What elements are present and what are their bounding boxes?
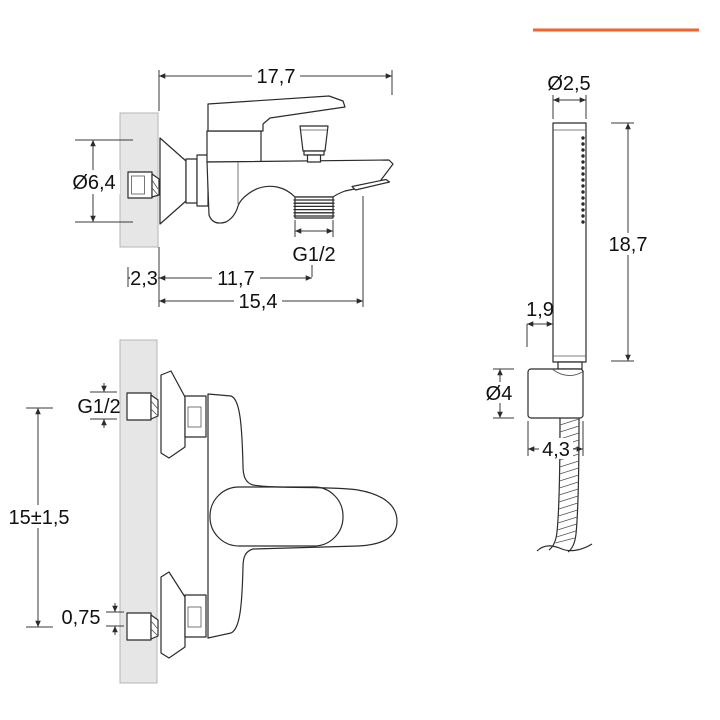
dim-label-eccentric-offset: 0,75 [62,607,101,629]
dim-label-bracket-diameter: Ø4 [486,383,513,405]
holder-notch [551,368,585,376]
lever-handle-side [207,95,346,132]
union-nut-top-flat [187,406,202,428]
dim-bracket-offset: 1,9 [526,299,554,347]
cartridge-housing [206,130,262,163]
wall-union-detail [131,175,145,195]
dim-label-outlet-thread: G1/2 [292,244,335,266]
dim-outlet-thread: G1/2 [292,220,336,277]
dim-label-bracket-offset: 1,9 [526,299,554,321]
dim-label-total-depth: 17,7 [257,66,296,88]
wand-neck [557,361,583,370]
front-view: 15±1,5 G1/2 0,75 [7,339,398,684]
hose-break-line [536,543,593,552]
dim-handle-diameter: Ø2,5 [547,73,591,119]
dim-label-depth-to-spout: 15,4 [239,291,278,313]
spout-aerator [351,178,391,191]
dim-depth-to-outlet: 11,7 [159,267,312,290]
mixer-body-front [207,393,398,639]
dim-label-inlet-spacing: 15±1,5 [8,507,69,529]
diverter-neck [306,154,322,163]
side-view: 17,7 Ø6,4 G1/2 2,3 11,7 [68,64,394,313]
dim-bracket-width: 4,3 [527,421,584,461]
dim-wall-thickness: 2,3 [127,247,160,307]
inlet-fitting-top [126,392,152,421]
hand-shower-view: Ø2,5 18,7 1,9 Ø4 4,3 [483,28,699,553]
dim-label-escutcheon-diameter: Ø6,4 [72,172,115,194]
shower-wand [552,122,587,363]
inlet-seal-bottom-hatch [150,620,159,637]
spray-nozzle-dots [581,136,585,224]
dim-depth-to-spout: 15,4 [159,196,364,313]
dim-eccentric-offset: 0,75 [62,603,124,635]
union-seal-hatch [151,179,159,196]
dim-inlet-thread: G1/2 [77,383,121,428]
dim-inlet-spacing: 15±1,5 [7,407,71,628]
dim-label-handle-diameter: Ø2,5 [547,73,590,95]
dim-label-wall-thickness: 2,3 [130,268,158,290]
mixer-body-side [206,159,394,224]
dim-escutcheon-diameter: Ø6,4 [68,139,133,223]
dim-label-bracket-width: 4,3 [542,439,570,461]
dim-label-depth-to-outlet: 11,7 [217,268,254,290]
union-nut-bottom-flat [187,606,202,628]
shower-holder [527,368,584,419]
escutcheon-side [159,137,187,225]
lever-handle-front [209,486,344,547]
dim-wand-length: 18,7 [604,122,652,362]
dim-label-wand-length: 18,7 [609,234,648,256]
inlet-seal-top-hatch [150,400,159,417]
dim-bracket-diameter: Ø4 [483,368,517,419]
valve-ring-1 [185,158,198,204]
outlet-thread [293,196,335,219]
dim-total-depth: 17,7 [158,64,393,111]
escutcheon-top [160,370,186,459]
valve-ring-2 [196,154,209,207]
diverter-knob [299,125,329,152]
escutcheon-bottom [160,571,186,659]
wand-cap-lines [553,129,586,357]
inlet-fitting-bottom [126,612,152,641]
dim-label-inlet-thread: G1/2 [77,396,120,418]
